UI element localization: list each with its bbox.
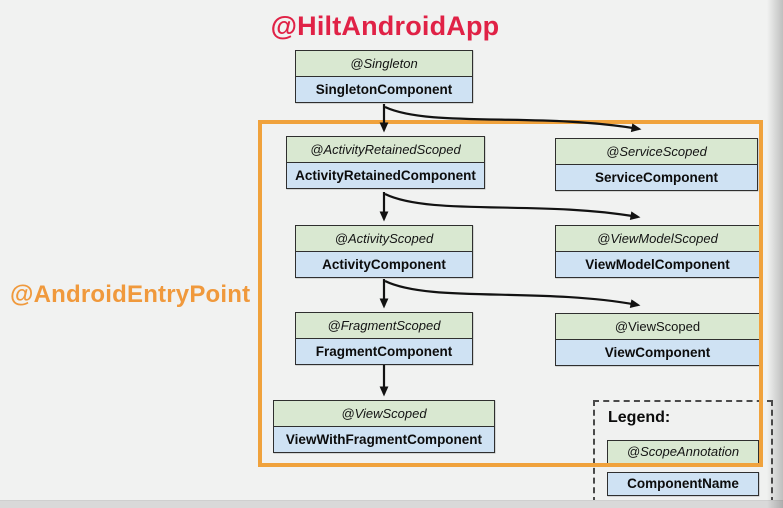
edge-activity-retained-to-view-model	[384, 193, 641, 221]
node-service-component: @ServiceScoped ServiceComponent	[555, 138, 758, 191]
component-name-label: FragmentComponent	[296, 339, 472, 364]
android-entry-point-label: @AndroidEntryPoint	[10, 281, 251, 308]
scope-annotation-label: @ViewScoped	[274, 401, 494, 427]
component-name-label: ActivityRetainedComponent	[287, 163, 484, 188]
scope-annotation-label: @ViewModelScoped	[556, 226, 759, 252]
scope-annotation-label: @Singleton	[296, 51, 472, 77]
node-view-model-component: @ViewModelScoped ViewModelComponent	[555, 225, 760, 278]
component-name-label: ServiceComponent	[556, 165, 757, 190]
component-name-label: ViewModelComponent	[556, 252, 759, 277]
node-singleton-component: @Singleton SingletonComponent	[295, 50, 473, 103]
node-view-component: @ViewScoped ViewComponent	[555, 313, 760, 366]
component-name-label: SingletonComponent	[296, 77, 472, 102]
legend-title: Legend:	[608, 409, 671, 426]
legend-component-name-swatch: ComponentName	[607, 472, 759, 496]
edge-activity-to-view	[384, 280, 641, 308]
node-activity-retained-component: @ActivityRetainedScoped ActivityRetained…	[286, 136, 485, 189]
scope-annotation-label: @FragmentScoped	[296, 313, 472, 339]
legend-scope-annotation-swatch: @ScopeAnnotation	[607, 440, 759, 465]
edge-singleton-to-service	[384, 106, 642, 133]
node-fragment-component: @FragmentScoped FragmentComponent	[295, 312, 473, 365]
hilt-android-app-title: @HiltAndroidApp	[270, 11, 500, 41]
scope-annotation-label: @ActivityRetainedScoped	[287, 137, 484, 163]
scope-annotation-label: @ViewScoped	[556, 314, 759, 340]
legend-box: Legend: @ScopeAnnotation ComponentName	[593, 400, 773, 503]
component-name-label: ViewComponent	[556, 340, 759, 365]
component-name-label: ActivityComponent	[296, 252, 472, 277]
scope-annotation-label: @ActivityScoped	[296, 226, 472, 252]
scope-annotation-label: @ServiceScoped	[556, 139, 757, 165]
node-view-with-fragment-component: @ViewScoped ViewWithFragmentComponent	[273, 400, 495, 453]
node-activity-component: @ActivityScoped ActivityComponent	[295, 225, 473, 278]
component-name-label: ViewWithFragmentComponent	[274, 427, 494, 452]
